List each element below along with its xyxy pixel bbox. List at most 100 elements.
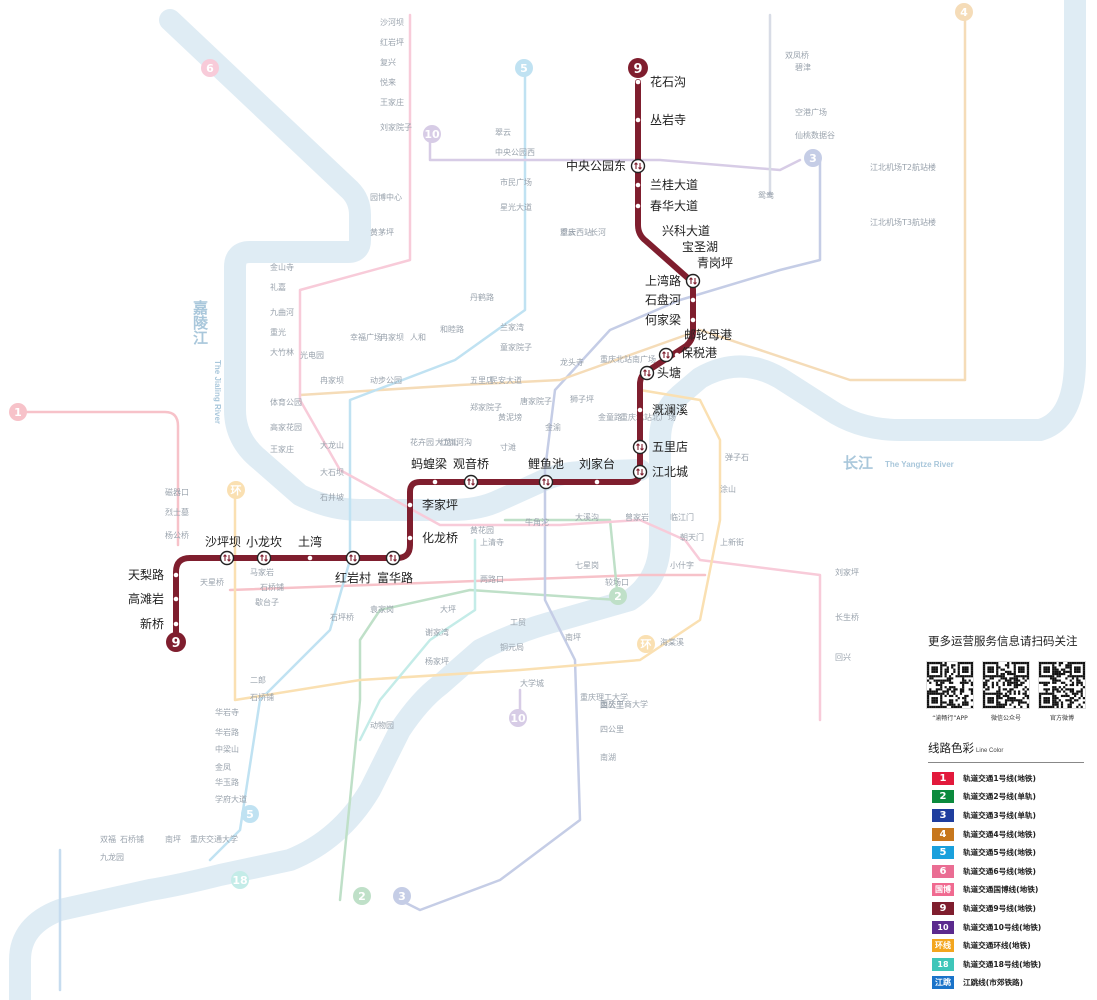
bg-station-label: 江北机场T3航站楼: [870, 217, 936, 227]
line-9-station[interactable]: 溉澜溪: [637, 403, 688, 417]
qr-code-icon: [1038, 661, 1086, 709]
station-label: 沙坪坝: [205, 535, 241, 549]
bg-station-label: 南坪: [165, 834, 181, 844]
bg-station-label: 大龙山: [320, 440, 344, 450]
bg-station-label: 杨公桥: [165, 530, 189, 540]
line-9-station[interactable]: 观音桥: [453, 456, 489, 490]
station-label: 观音桥: [453, 456, 489, 471]
station-label: 头塘: [657, 365, 681, 380]
bg-station-label: 唐家院子: [520, 396, 552, 406]
transfer-icon: [639, 365, 655, 381]
legend-line-name: 轨道交通5号线(地铁): [963, 848, 1036, 858]
bg-station-label: 仙桃数据谷: [795, 130, 835, 140]
line-9-station[interactable]: 花石沟: [635, 74, 686, 89]
line-9-station[interactable]: 五里店: [632, 439, 689, 455]
qr-weibo[interactable]: 官方微博: [1038, 661, 1086, 722]
line-9-station[interactable]: 蚂蝗梁: [411, 456, 447, 485]
line-9-station[interactable]: 土湾: [298, 534, 322, 561]
line-9-terminal-bottom[interactable]: 9: [166, 632, 186, 652]
bg-station-label: 兰家湾: [500, 322, 524, 332]
station-label: 春华大道: [650, 199, 698, 213]
bg-line-badge: 18: [231, 871, 249, 889]
bg-station-label: 王家庄: [380, 97, 404, 107]
station-dot: [667, 244, 673, 250]
bg-station-label: 长河: [590, 227, 606, 237]
bg-line-badge: 5: [241, 805, 259, 823]
station-label: 中央公园东: [566, 158, 626, 173]
bg-station-label: 杨家坪: [425, 656, 449, 666]
bg-station-label: 黄花园: [470, 525, 494, 535]
line-9-station[interactable]: 春华大道: [635, 199, 698, 213]
qr-title: 更多运营服务信息请扫码关注: [928, 634, 1078, 648]
transfer-arrows-icon: [260, 554, 268, 562]
line-9-station[interactable]: 石盘河: [645, 292, 696, 307]
line-9-station[interactable]: 头塘: [639, 365, 682, 381]
svg-text:2: 2: [614, 590, 622, 603]
transfer-arrows-icon: [223, 554, 231, 562]
line-9-station[interactable]: 丛岩寺: [635, 112, 686, 127]
station-label: 李家坪: [422, 497, 458, 512]
legend-chip: 江跳: [932, 976, 954, 990]
bg-station-label: 二郎: [250, 675, 266, 685]
line-9-station[interactable]: 富华路: [377, 550, 413, 586]
station-dot: [635, 117, 641, 123]
qr-app[interactable]: “渝畅行”APP: [926, 661, 974, 722]
line-9-station[interactable]: 化龙桥: [407, 531, 458, 545]
bg-station-label: 丹鹤路: [470, 292, 494, 302]
svg-text:10: 10: [424, 128, 440, 141]
qr-caption-app: “渝畅行”APP: [932, 715, 968, 722]
bg-line-badge: 2: [609, 587, 627, 605]
line-9-station[interactable]: 新桥: [140, 616, 179, 631]
station-label: 红岩村: [335, 570, 371, 585]
legend-chip: 3: [932, 808, 954, 822]
station-label: 青岗坪: [697, 256, 733, 270]
line-9-station[interactable]: 邮轮母港: [658, 328, 733, 363]
line-9-station[interactable]: 青岗坪: [682, 256, 733, 270]
line-9-station[interactable]: 红岩村: [335, 550, 371, 586]
svg-text:6: 6: [206, 62, 214, 75]
transfer-arrows-icon: [389, 554, 397, 562]
bg-station-label: 四公里: [600, 725, 624, 734]
bg-station-label: 烈士墓: [165, 507, 189, 517]
river-layer: [9, 0, 1086, 1000]
line-9-station[interactable]: 兴科大道: [647, 224, 710, 238]
station-label: 小龙坎: [246, 535, 282, 549]
line-9-station[interactable]: 鲤鱼池: [528, 457, 564, 490]
bg-line-badge: 2: [353, 887, 371, 905]
bg-line-badge: 1: [9, 403, 27, 421]
legend-line-name: 轨道交通2号线(单轨): [963, 792, 1036, 802]
line-9-station[interactable]: 保税港: [674, 346, 717, 360]
line-9-station[interactable]: 李家坪: [407, 497, 458, 512]
line-9-station[interactable]: 何家梁: [645, 312, 696, 327]
line-9-station[interactable]: 小龙坎: [246, 535, 282, 566]
bg-station-label: 黄泥塝: [498, 412, 522, 422]
bg-line-18: [358, 538, 477, 742]
line-9-station[interactable]: 天梨路: [128, 567, 179, 582]
qr-wechat[interactable]: 微信公众号: [982, 661, 1030, 722]
line-9-station[interactable]: 高滩岩: [128, 591, 179, 606]
bg-line-badge: 3: [804, 149, 822, 167]
line-9-station[interactable]: 沙坪坝: [205, 535, 241, 566]
bg-station-label: 刘家院子: [380, 122, 412, 132]
yangtze-river-english: The Yangtze River: [885, 460, 954, 469]
bg-station-label: 悦来: [380, 77, 396, 87]
station-label: 五里店: [652, 440, 688, 454]
line-9-station[interactable]: 上湾路: [645, 273, 701, 289]
line-9-station[interactable]: 宝圣湖: [667, 239, 718, 254]
line-9-station[interactable]: 刘家台: [579, 456, 615, 485]
bg-line-1: [18, 410, 180, 547]
bg-station-label: 金渝: [545, 422, 561, 432]
bg-station-label: 七星岗: [575, 561, 599, 570]
bg-station-label: 碧津: [795, 62, 811, 72]
line-9-station[interactable]: 江北城: [632, 464, 689, 480]
legend-line-name: 轨道交通国博线(地铁): [963, 885, 1039, 895]
line-9-station[interactable]: 兰桂大道: [635, 177, 698, 192]
bg-station-label: 幸福广场: [350, 332, 382, 342]
yangtze-river-label: 长江: [843, 454, 873, 472]
bg-station-label: 市民广场: [500, 177, 532, 187]
line-9-terminal-top[interactable]: 9: [628, 58, 648, 78]
line-9-station[interactable]: 中央公园东: [566, 158, 646, 174]
